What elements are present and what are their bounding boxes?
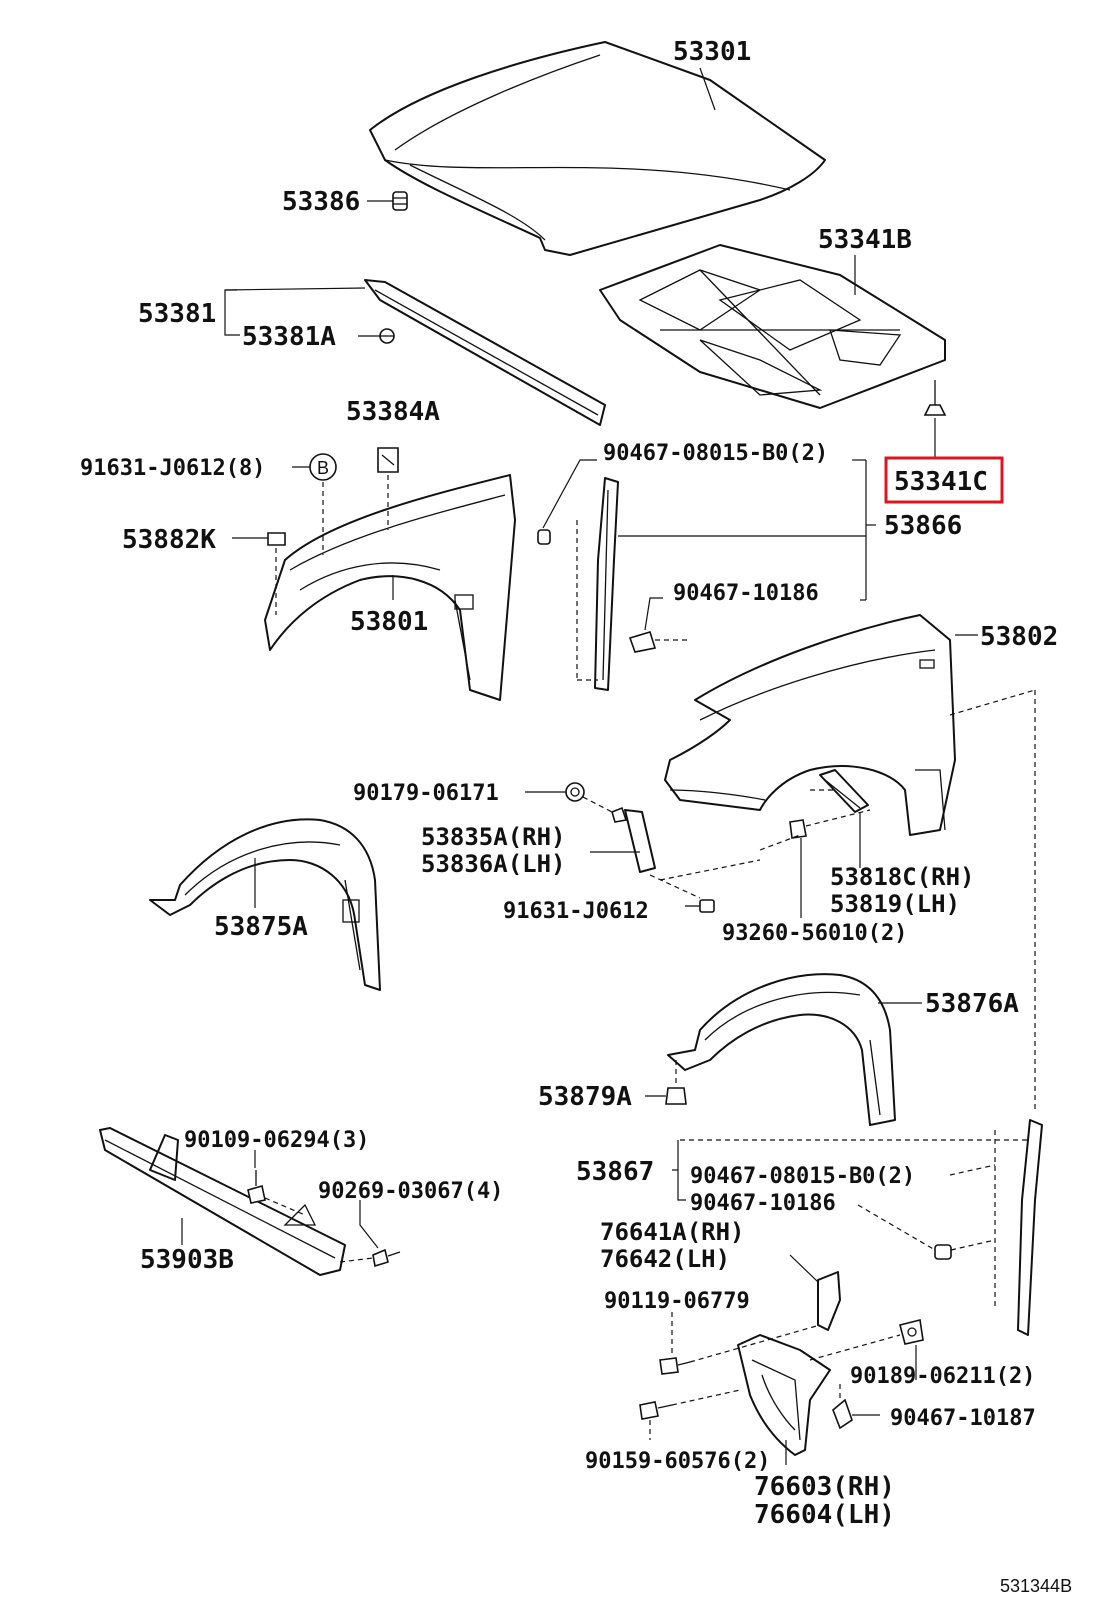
label-53301: 53301 <box>673 37 751 67</box>
pad-53882K <box>267 532 286 546</box>
label-90159-60576: 90159-60576(2) <box>585 1449 770 1474</box>
label-90189-06211: 90189-06211(2) <box>850 1364 1035 1389</box>
clip-90467-10187 <box>832 1398 853 1430</box>
marker-b-label: B <box>317 458 329 478</box>
label-91631-J0612-8: 91631-J0612(8) <box>80 456 265 481</box>
hood-seal-53381 <box>364 279 606 426</box>
label-93260-56010: 93260-56010(2) <box>722 921 907 946</box>
label-53802: 53802 <box>980 622 1058 652</box>
label-53341C: 53341C <box>894 467 988 497</box>
label-76604: 76604(LH) <box>754 1500 895 1530</box>
label-90119-06779: 90119-06779 <box>604 1289 750 1314</box>
label-53818C: 53818C(RH) <box>830 863 975 891</box>
label-53876A: 53876A <box>925 989 1019 1019</box>
diagram-reference-code: 531344B <box>1000 1576 1072 1596</box>
nut-90179-06171 <box>565 782 585 802</box>
hood-panel <box>369 41 826 256</box>
label-53879A: 53879A <box>538 1082 632 1112</box>
label-53341B: 53341B <box>818 225 912 255</box>
insulator-clip-53341C <box>923 380 947 416</box>
label-76642: 76642(LH) <box>600 1245 730 1273</box>
label-53836A: 53836A(LH) <box>421 850 566 878</box>
bolt-90119-06779 <box>659 1357 691 1375</box>
label-53801: 53801 <box>350 607 428 637</box>
fender-seal-53866 <box>576 477 619 691</box>
label-90269-03067: 90269-03067(4) <box>318 1179 503 1204</box>
clip-90467-08015-top <box>537 529 551 545</box>
clip-90467-10186-top <box>628 631 657 653</box>
bracket-53818C <box>819 769 869 813</box>
label-53903B: 53903B <box>140 1245 234 1275</box>
screw-93260-56010 <box>789 819 807 839</box>
clip-53879A <box>665 1087 687 1105</box>
fender-liner-53876A <box>667 973 896 1126</box>
seal-clip-53381A <box>379 328 395 344</box>
hood-bumper-53386 <box>392 191 408 211</box>
fender-apron-53801 <box>264 474 516 701</box>
label-90467-10187: 90467-10187 <box>890 1406 1036 1431</box>
label-53386: 53386 <box>282 187 360 217</box>
highlight-box-53341C <box>884 456 1004 504</box>
label-76603: 76603(RH) <box>754 1472 895 1502</box>
mudguard-76603 <box>737 1334 831 1456</box>
label-53819: 53819(LH) <box>830 890 960 918</box>
label-91631-J0612: 91631-J0612 <box>503 899 649 924</box>
part-labels: 53301 53386 53341B 53381 53381A 53384A 9… <box>80 37 1058 1530</box>
bolt-90109-06294 <box>247 1170 266 1204</box>
front-fender-53802 <box>664 614 956 836</box>
label-53867: 53867 <box>576 1157 654 1187</box>
bracket-53835A <box>611 806 656 873</box>
screw-90159-60576 <box>639 1401 673 1420</box>
label-53835A: 53835A(RH) <box>421 823 566 851</box>
clip-90269-03067 <box>372 1248 401 1268</box>
label-76641A: 76641A(RH) <box>600 1218 745 1246</box>
label-53875A: 53875A <box>214 912 308 942</box>
bolt-91631-J0612 <box>685 899 715 913</box>
fender-seal-53867 <box>994 1119 1043 1336</box>
nut-90189-06211 <box>899 1319 924 1345</box>
label-90179-06171: 90179-06171 <box>353 781 499 806</box>
fender-liner-53875A <box>149 818 381 991</box>
bumper-support-53903B <box>99 1127 346 1276</box>
retainer-53384A <box>377 447 399 473</box>
label-53866: 53866 <box>884 511 962 541</box>
label-53381A: 53381A <box>242 322 336 352</box>
label-90467-08015-B0-bottom: 90467-08015-B0(2) <box>690 1164 915 1189</box>
label-90467-10186-bottom: 90467-10186 <box>690 1191 836 1216</box>
label-53384A: 53384A <box>346 397 440 427</box>
label-53381: 53381 <box>138 299 216 329</box>
label-90467-10186-top: 90467-10186 <box>673 581 819 606</box>
bracket-76641A <box>817 1271 841 1331</box>
hood-insulator-53341B <box>599 244 946 409</box>
label-90109-06294: 90109-06294(3) <box>184 1128 369 1153</box>
label-53882K: 53882K <box>122 525 216 555</box>
label-90467-08015-B0-top: 90467-08015-B0(2) <box>603 441 828 466</box>
clip-90467-10186-bottom <box>934 1244 952 1260</box>
